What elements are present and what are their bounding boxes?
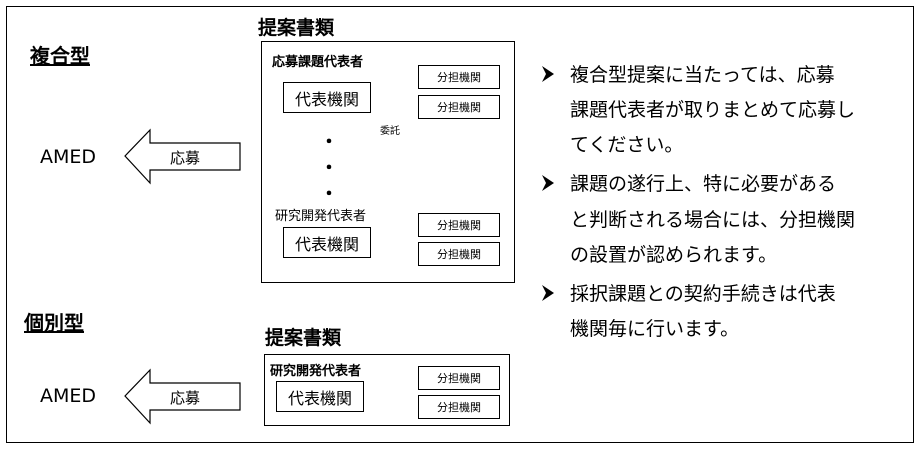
individual-apply-label: 応募	[170, 389, 201, 407]
note-item: 採択課題との契約手続きは代表 機関毎に行います。	[540, 277, 914, 347]
note-line: の設置が認められます。	[570, 243, 778, 266]
individual-sub-box-2: 分担機関	[418, 395, 500, 419]
individual-arrow-shape	[124, 368, 241, 425]
individual-type-label: 個別型	[24, 311, 84, 335]
note-item: 複合型提案に当たっては、応募 課題代表者が取りまとめて応募し てください。	[540, 58, 914, 163]
individual-amed-label: AMED	[40, 385, 97, 407]
individual-sub-box-1: 分担機関	[418, 366, 500, 390]
note-item: 課題の遂行上、特に必要がある と判断される場合には、分担機関 の設置が認められま…	[540, 167, 914, 272]
note-line: 課題代表者が取りまとめて応募し	[570, 99, 856, 122]
figure-frame	[6, 6, 914, 443]
note-text: 複合型提案に当たっては、応募 課題代表者が取りまとめて応募し てください。	[570, 58, 855, 163]
arrow-bullet-icon	[540, 65, 570, 88]
note-line: 採択課題との契約手続きは代表	[570, 282, 836, 305]
composite-rep-box-top: 代表機関	[283, 82, 371, 113]
note-line: 課題の遂行上、特に必要がある	[570, 173, 837, 196]
composite-apply-label: 応募	[170, 149, 201, 167]
individual-researcher-role: 研究開発代表者	[270, 364, 362, 379]
composite-ellipsis-dot-2: ・	[320, 158, 338, 179]
composite-applicant-role: 応募課題代表者	[272, 55, 364, 70]
arrow-bullet-icon	[540, 284, 570, 307]
composite-doc-title: 提案書類	[258, 17, 335, 39]
note-text: 採択課題との契約手続きは代表 機関毎に行います。	[570, 277, 836, 347]
individual-doc-title: 提案書類	[265, 327, 342, 349]
note-line: 機関毎に行います。	[570, 317, 740, 340]
note-line: てください。	[570, 134, 684, 157]
note-line: 複合型提案に当たっては、応募	[570, 64, 835, 86]
composite-sub-box-top-1: 分担機関	[418, 65, 500, 89]
composite-rep-box-bottom: 代表機関	[283, 227, 371, 258]
note-text: 課題の遂行上、特に必要がある と判断される場合には、分担機関 の設置が認められま…	[570, 167, 855, 272]
composite-amed-label: AMED	[40, 146, 97, 168]
arrow-bullet-icon	[540, 174, 570, 197]
composite-sub-box-bottom-1: 分担機関	[418, 213, 500, 237]
composite-ellipsis-dot-3: ・	[320, 184, 338, 205]
composite-type-label: 複合型	[30, 44, 90, 68]
composite-researcher-role: 研究開発代表者	[275, 209, 367, 224]
composite-sub-box-bottom-2: 分担機関	[418, 242, 500, 266]
composite-commission-label: 委託	[380, 126, 400, 137]
notes-list: 複合型提案に当たっては、応募 課題代表者が取りまとめて応募し てください。 課題…	[540, 58, 914, 347]
composite-sub-box-top-2: 分担機関	[418, 95, 500, 119]
note-line: と判断される場合には、分担機関	[570, 208, 856, 231]
composite-ellipsis-dot-1: ・	[320, 132, 338, 153]
composite-arrow-shape	[124, 128, 241, 185]
individual-rep-box: 代表機関	[276, 381, 364, 412]
